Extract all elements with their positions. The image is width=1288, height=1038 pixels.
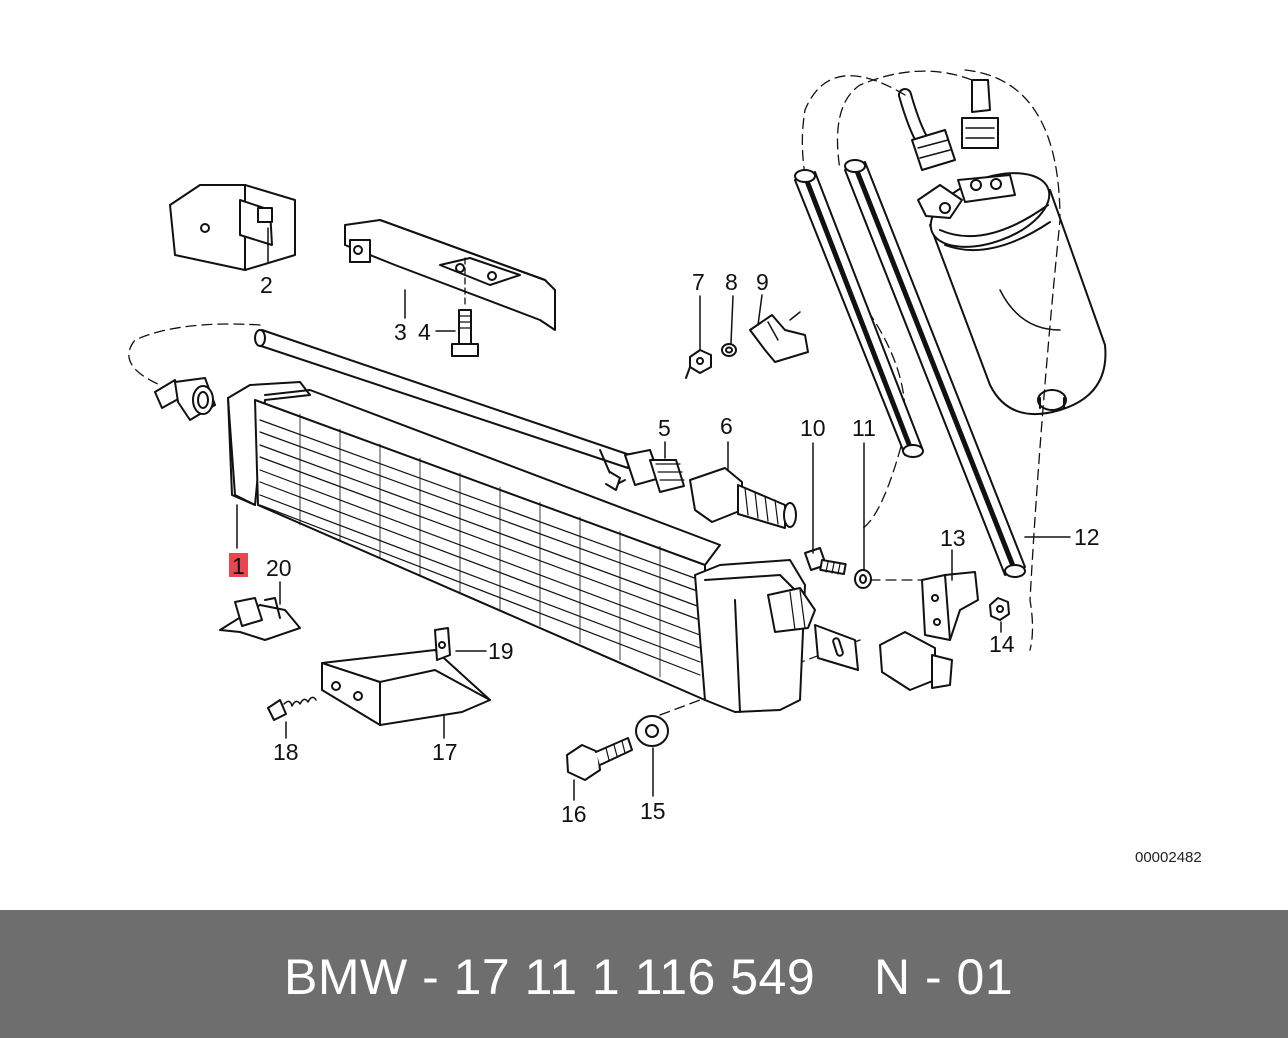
clip-19 (434, 627, 451, 661)
diagram-number: 00002482 (1135, 849, 1202, 866)
union-nut-left (154, 377, 216, 421)
part-number: BMW - 17 11 1 116 549 (284, 949, 816, 1005)
oil-cooler-part-1 (227, 381, 859, 713)
callout-12: 12 (1074, 524, 1100, 550)
bolt-10 (804, 547, 847, 576)
highlight-box-callout-1 (229, 553, 248, 577)
callout-14: 14 (989, 631, 1015, 657)
callout-10: 10 (800, 415, 826, 441)
callout-16: 16 (561, 801, 587, 827)
oil-hose-11 (794, 169, 924, 458)
washer-8 (721, 343, 737, 357)
filter-union-fittings (898, 79, 999, 171)
footer-bar: BMW - 17 11 1 116 549 N - 01 (0, 910, 1288, 1038)
callout-leaders (236, 227, 1071, 801)
callout-1: 1 (232, 553, 245, 579)
bolt-4 (451, 257, 479, 357)
bracket-17 (321, 649, 491, 726)
nut-7 (685, 349, 712, 379)
bolt-16 (566, 737, 633, 781)
oil-filter-housing (917, 172, 1107, 416)
mounting-bracket-3 (344, 219, 556, 331)
bracket-2 (169, 184, 296, 271)
callout-17: 17 (432, 739, 458, 765)
exploded-view-drawing: 1 2 3 4 5 6 7 8 9 10 11 12 13 14 15 16 1… (128, 69, 1202, 866)
parts-diagram: 1 2 3 4 5 6 7 8 9 10 11 12 13 14 15 16 1… (128, 69, 1202, 866)
variant-code: N - 01 (874, 949, 1014, 1005)
hose-fitting-6 (689, 467, 797, 529)
callout-2: 2 (260, 272, 273, 298)
washer-11 (854, 569, 872, 589)
oil-hose-12 (844, 159, 1026, 578)
callout-9: 9 (756, 269, 769, 295)
callout-4: 4 (418, 319, 431, 345)
callout-15: 15 (640, 798, 666, 824)
callout-8: 8 (725, 269, 738, 295)
callout-3: 3 (394, 319, 407, 345)
union-fitting-right (879, 631, 953, 691)
oil-return-pipe (254, 329, 631, 491)
callout-11: 11 (852, 415, 876, 441)
clip-9 (749, 311, 809, 363)
callout-7: 7 (692, 269, 705, 295)
nut-14 (989, 597, 1010, 621)
clip-20 (219, 597, 301, 641)
callout-18: 18 (273, 739, 299, 765)
callout-19: 19 (488, 638, 514, 664)
callout-20: 20 (266, 555, 292, 581)
callout-6: 6 (720, 413, 733, 439)
callout-5: 5 (658, 415, 671, 441)
screw-18 (267, 696, 317, 721)
callout-labels: 1 2 3 4 5 6 7 8 9 10 11 12 13 14 15 16 1… (232, 269, 1100, 827)
washer-15 (635, 715, 669, 747)
callout-13: 13 (940, 525, 966, 551)
bracket-13 (921, 571, 979, 641)
adapter-fitting-5 (624, 449, 685, 493)
